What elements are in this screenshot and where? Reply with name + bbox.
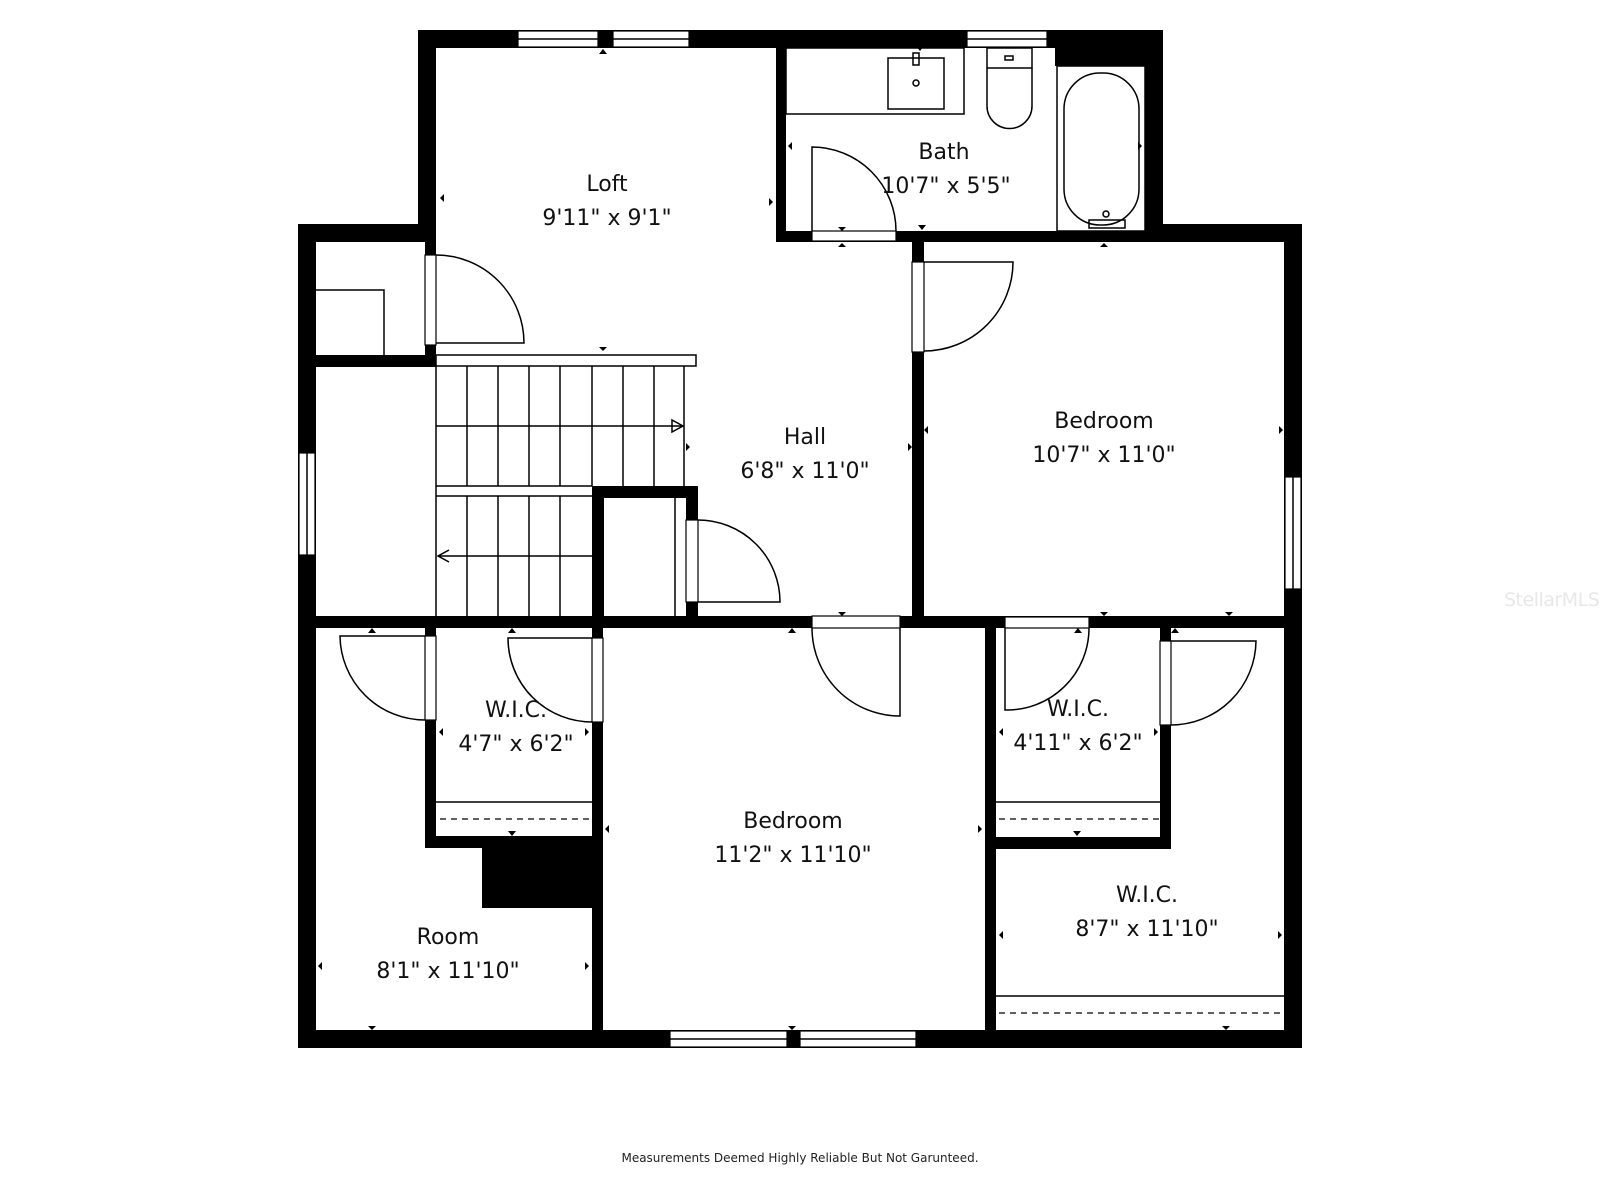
- room-wic-left: W.I.C. 4'7" x 6'2": [458, 698, 573, 757]
- sink-icon: [887, 57, 945, 110]
- room-wic-right-large: W.I.C. 8'7" x 11'10": [1075, 883, 1218, 942]
- room-name: Hall: [784, 425, 826, 450]
- room-labels: Loft 9'11" x 9'1" Bath 10'7" x 5'5" Hall…: [376, 140, 1218, 984]
- stair-up-arrow-icon: [671, 418, 685, 434]
- bathtub-icon: [1056, 65, 1146, 232]
- room-dimensions: 4'7" x 6'2": [458, 732, 573, 757]
- room-dimensions: 4'11" x 6'2": [1013, 731, 1142, 756]
- staircase: [435, 354, 697, 616]
- room-name: Room: [417, 925, 480, 950]
- closet-shelves: [436, 801, 1284, 1014]
- measurement-markers: [318, 46, 1283, 1030]
- watermark: StellarMLS: [1504, 589, 1600, 611]
- footer-disclaimer: Measurements Deemed Highly Reliable But …: [621, 1151, 979, 1165]
- room-name: Bath: [918, 140, 969, 165]
- room-dimensions: 8'1" x 11'10": [376, 959, 519, 984]
- room-bedroom-upper-right: Bedroom 10'7" x 11'0": [1032, 409, 1175, 468]
- room-dimensions: 10'7" x 5'5": [881, 174, 1010, 199]
- room-dimensions: 11'2" x 11'10": [714, 843, 871, 868]
- room-loft: Loft 9'11" x 9'1": [542, 172, 671, 231]
- room-bedroom-lower: Bedroom 11'2" x 11'10": [714, 809, 871, 868]
- room-name: Loft: [586, 172, 628, 197]
- room-name: W.I.C.: [1116, 883, 1178, 908]
- room-name: W.I.C.: [485, 698, 547, 723]
- room-hall: Hall 6'8" x 11'0": [740, 425, 869, 484]
- room-name: Bedroom: [1054, 409, 1154, 434]
- room-wic-right-small: W.I.C. 4'11" x 6'2": [1013, 697, 1142, 756]
- room-name: Bedroom: [743, 809, 843, 834]
- room-bath: Bath 10'7" x 5'5": [881, 140, 1010, 199]
- doors: [339, 146, 1257, 726]
- toilet-icon: [986, 47, 1033, 130]
- stair-down-arrow-icon: [436, 549, 450, 563]
- room-dimensions: 8'7" x 11'10": [1075, 917, 1218, 942]
- windows: [298, 30, 1302, 1048]
- room-room: Room 8'1" x 11'10": [376, 925, 519, 984]
- room-name: W.I.C.: [1047, 697, 1109, 722]
- room-dimensions: 9'11" x 9'1": [542, 206, 671, 231]
- room-dimensions: 6'8" x 11'0": [740, 459, 869, 484]
- room-dimensions: 10'7" x 11'0": [1032, 443, 1175, 468]
